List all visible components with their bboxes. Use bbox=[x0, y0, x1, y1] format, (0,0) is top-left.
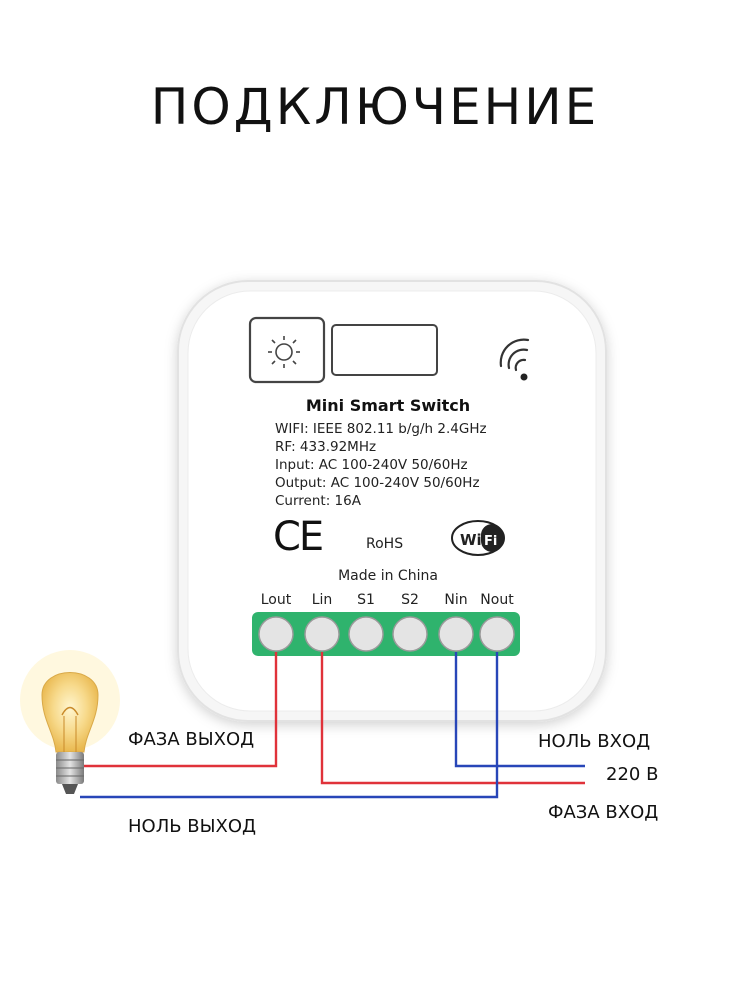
led-window bbox=[331, 324, 438, 376]
terminal-screw bbox=[304, 616, 340, 652]
label-neutral-out: НОЛЬ ВЫХОД bbox=[128, 816, 257, 837]
light-bulb-icon bbox=[20, 650, 120, 794]
smart-switch-device: Mini Smart Switch WIFI: IEEE 802.11 b/g/… bbox=[177, 280, 607, 722]
terminal-label: Nin bbox=[444, 592, 467, 608]
device-spec-line: Input: AC 100-240V 50/60Hz bbox=[275, 457, 468, 473]
terminal-labels: Lout Lin S1 S2 Nin Nout bbox=[261, 592, 514, 608]
page-title: ПОДКЛЮЧЕНИЕ bbox=[150, 78, 600, 136]
device-spec-line: WIFI: IEEE 802.11 b/g/h 2.4GHz bbox=[275, 421, 487, 437]
label-neutral-in: НОЛЬ ВХОД bbox=[538, 731, 651, 752]
sun-icon bbox=[268, 336, 300, 368]
terminal-label: Nout bbox=[480, 592, 514, 608]
device-name: Mini Smart Switch bbox=[306, 396, 470, 415]
wifi-certified-badge: Wi Fi bbox=[451, 520, 505, 556]
ce-mark: CE bbox=[273, 514, 322, 560]
wifi-signal-icon bbox=[499, 338, 530, 381]
terminal-screw bbox=[258, 616, 294, 652]
label-phase-out: ФАЗА ВЫХОД bbox=[128, 729, 255, 750]
terminals bbox=[258, 616, 515, 652]
device-spec-line: RF: 433.92MHz bbox=[275, 439, 376, 455]
device-spec-line: Output: AC 100-240V 50/60Hz bbox=[275, 475, 480, 491]
device-spec-line: Current: 16A bbox=[275, 493, 362, 509]
device-button bbox=[248, 316, 326, 384]
wire-phase-out bbox=[84, 652, 278, 768]
wire-neutral-in bbox=[454, 652, 585, 768]
terminal-screw bbox=[392, 616, 428, 652]
origin-label: Made in China bbox=[338, 568, 438, 584]
terminal-screw bbox=[438, 616, 474, 652]
terminal-label: Lin bbox=[312, 592, 333, 608]
wires bbox=[80, 652, 585, 799]
wifi-badge-right: Fi bbox=[484, 534, 497, 549]
wifi-badge-left: Wi bbox=[460, 531, 482, 549]
terminal-label: Lout bbox=[261, 592, 292, 608]
terminal-screw bbox=[348, 616, 384, 652]
wire-neutral-out bbox=[80, 652, 499, 799]
terminal-label: S2 bbox=[401, 592, 419, 608]
terminal-screw bbox=[479, 616, 515, 652]
terminal-label: S1 bbox=[357, 592, 375, 608]
label-phase-in: ФАЗА ВХОД bbox=[548, 802, 659, 823]
device-face bbox=[187, 290, 597, 712]
label-voltage: 220 В bbox=[606, 764, 659, 785]
rohs-label: RoHS bbox=[366, 536, 403, 552]
